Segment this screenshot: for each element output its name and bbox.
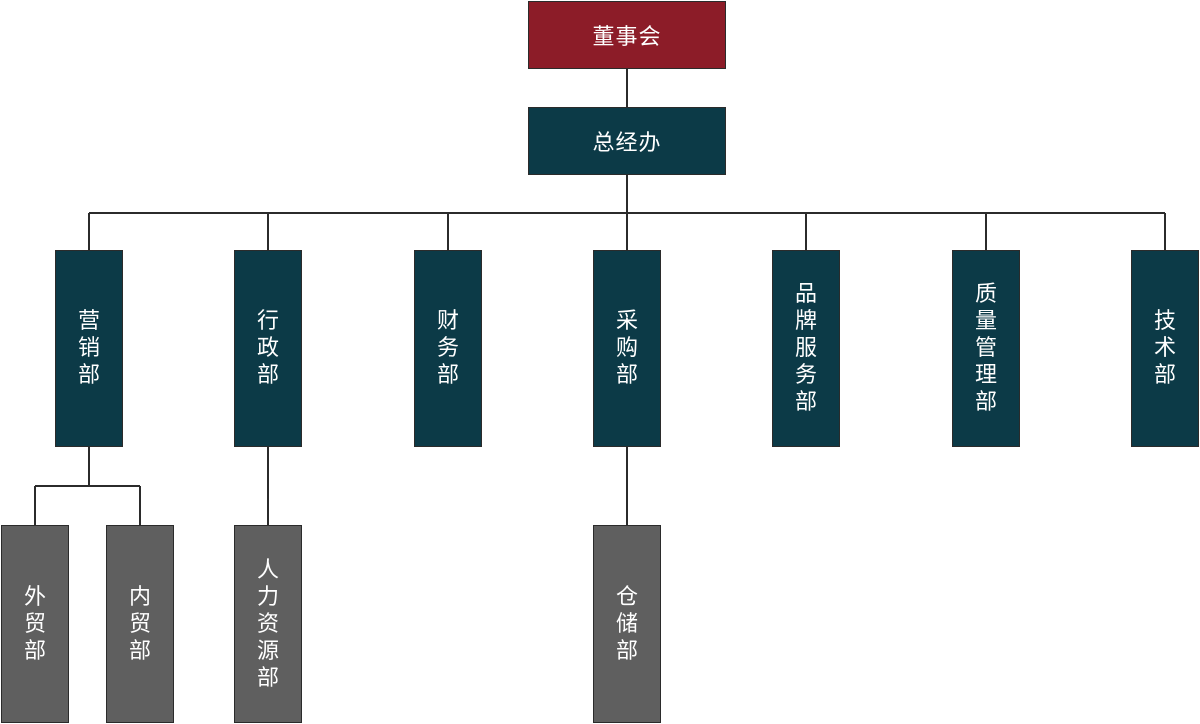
board-box: 董事会 bbox=[528, 1, 726, 69]
department-label: 采购部 bbox=[615, 309, 638, 388]
gm-office-label: 总经办 bbox=[592, 131, 662, 156]
sub-department-label: 外贸部 bbox=[23, 584, 46, 664]
sub-department-box-foreign-trade: 外贸部 bbox=[1, 525, 69, 723]
board-label: 董事会 bbox=[592, 25, 662, 50]
department-box-quality: 质量管理部 bbox=[952, 250, 1020, 447]
sub-department-box-warehouse: 仓储部 bbox=[593, 525, 661, 723]
department-label: 技术部 bbox=[1153, 309, 1176, 388]
department-box-technology: 技术部 bbox=[1131, 250, 1199, 447]
department-box-marketing: 营销部 bbox=[55, 250, 123, 447]
department-box-administration: 行政部 bbox=[234, 250, 302, 447]
sub-department-label: 内贸部 bbox=[128, 584, 151, 664]
department-box-finance: 财务部 bbox=[414, 250, 482, 447]
sub-department-label: 人力资源部 bbox=[256, 557, 279, 691]
sub-department-label: 仓储部 bbox=[615, 584, 638, 664]
department-label: 财务部 bbox=[436, 309, 459, 388]
department-label: 行政部 bbox=[256, 309, 279, 388]
gm-office-box: 总经办 bbox=[528, 107, 726, 175]
department-box-procurement: 采购部 bbox=[593, 250, 661, 447]
sub-department-box-domestic-trade: 内贸部 bbox=[106, 525, 174, 723]
department-box-brand-service: 品牌服务部 bbox=[772, 250, 840, 447]
department-label: 质量管理部 bbox=[974, 282, 997, 415]
department-label: 品牌服务部 bbox=[794, 282, 817, 415]
sub-department-box-human-resources: 人力资源部 bbox=[234, 525, 302, 723]
department-label: 营销部 bbox=[77, 309, 100, 388]
